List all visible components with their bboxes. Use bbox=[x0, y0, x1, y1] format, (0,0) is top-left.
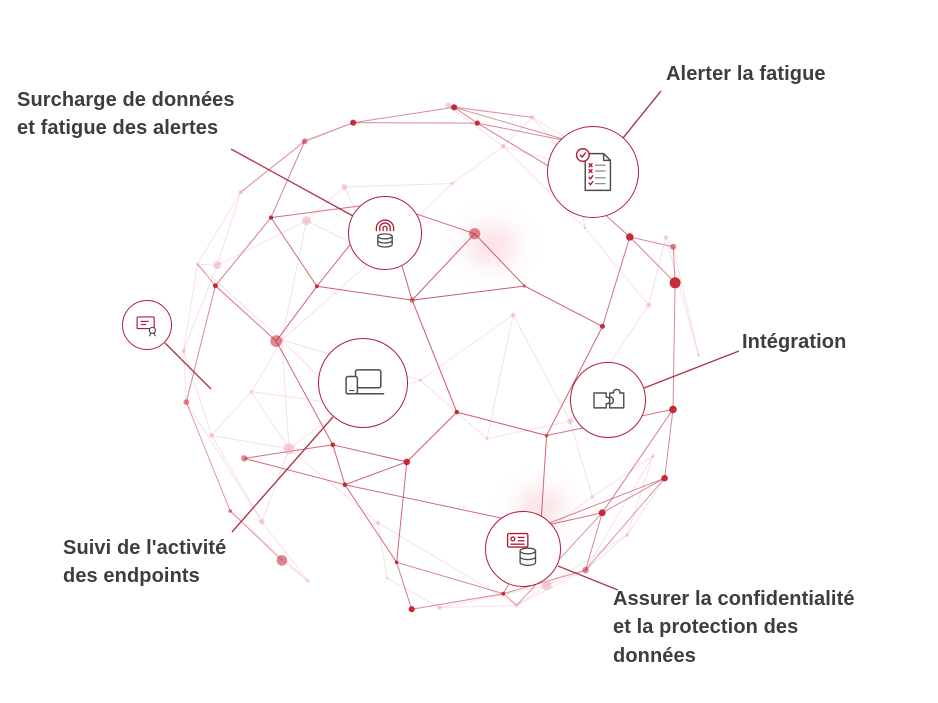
callout-endpoint-activity: Suivi de l'activité des endpoints bbox=[63, 537, 227, 588]
node-data-privacy bbox=[485, 511, 561, 587]
presentation-badge-icon bbox=[136, 316, 157, 337]
node-data-overload bbox=[348, 196, 422, 270]
checklist-document-icon bbox=[575, 148, 612, 192]
node-integration bbox=[570, 362, 646, 438]
leader-line-presentation bbox=[164, 342, 212, 390]
callout-data-privacy: Assurer la confidentialité et la protect… bbox=[613, 588, 855, 667]
callout-alert-fatigue: Alerter la fatigue bbox=[666, 63, 826, 85]
puzzle-icon bbox=[593, 388, 625, 409]
leader-line-integration bbox=[643, 350, 740, 389]
glow-spot bbox=[452, 216, 530, 274]
leader-line-data-overload bbox=[230, 148, 354, 217]
node-endpoint-activity bbox=[318, 338, 408, 428]
fingerprint-database-icon bbox=[375, 219, 395, 248]
node-alert-fatigue bbox=[547, 126, 639, 218]
callout-data-overload: Surcharge de données et fatigue des aler… bbox=[17, 89, 235, 140]
devices-icon bbox=[345, 369, 385, 395]
node-presentation bbox=[122, 300, 172, 350]
leader-line-alert-fatigue bbox=[622, 90, 662, 139]
callout-integration: Intégration bbox=[742, 331, 847, 353]
leader-line-data-privacy bbox=[557, 565, 619, 591]
leader-line-endpoint-activity bbox=[231, 416, 334, 533]
id-card-database-icon bbox=[506, 532, 537, 567]
